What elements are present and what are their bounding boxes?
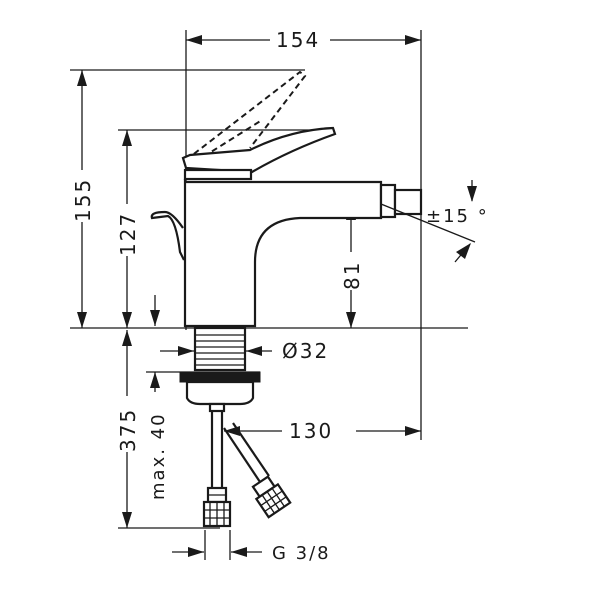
dimension-label-connection: G 3/8	[272, 543, 331, 564]
dimension-angle: ±15 °	[426, 180, 489, 263]
dimension-label-angle: ±15 °	[426, 206, 489, 227]
dimension-connection: G 3/8	[172, 530, 331, 564]
dimension-width-top: 154	[186, 28, 421, 52]
dimension-label-155: 155	[71, 178, 95, 222]
dimension-label-max40: max. 40	[148, 412, 169, 500]
dimension-label-81: 81	[340, 261, 364, 290]
supply-hoses	[202, 410, 292, 528]
dimension-label-127: 127	[116, 212, 140, 256]
dimension-max-thickness: max. 40	[148, 372, 169, 500]
threaded-shank	[179, 326, 261, 413]
reference-lines	[70, 30, 468, 529]
dimension-lever-height: 127	[116, 130, 160, 328]
dimension-label-154: 154	[276, 28, 320, 52]
dimension-label-130: 130	[289, 419, 333, 443]
dimension-label-diameter: Ø32	[282, 339, 329, 363]
dimension-label-375: 375	[116, 408, 140, 452]
dimension-projection: 130	[224, 419, 421, 443]
dimension-thread-diameter: Ø32	[160, 339, 329, 363]
dimension-hose-length: 375	[116, 330, 140, 528]
faucet-body	[150, 70, 476, 328]
dimension-spout-height: 81	[340, 204, 364, 328]
dimension-total-height: 155	[71, 70, 95, 328]
mounting-washer	[179, 371, 261, 383]
